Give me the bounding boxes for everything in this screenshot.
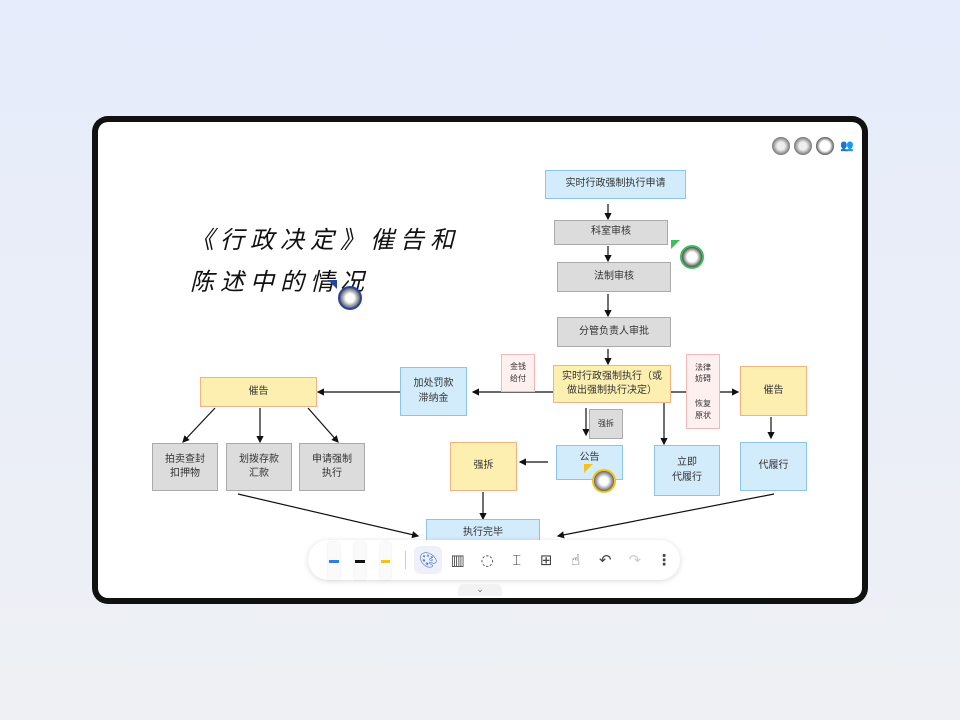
label-money[interactable]: 金钱 给付 (501, 354, 535, 392)
undo-icon[interactable]: ↶ (598, 551, 612, 569)
flow-node-penalty[interactable]: 加处罚款 滞纳金 (400, 367, 467, 416)
lasso-icon[interactable]: ◌ (480, 551, 494, 569)
handwriting-line-1: 《行政决定》催告和 (190, 226, 460, 254)
touch-icon[interactable]: ☝ (571, 551, 581, 569)
flow-node-transfer[interactable]: 划拨存款 汇款 (226, 443, 292, 491)
flow-node-legal-review[interactable]: 法制审核 (557, 262, 671, 292)
flow-node-apply[interactable]: 实时行政强制执行申请 (545, 170, 686, 199)
fountain-pen-tool[interactable] (328, 542, 340, 580)
palette-icon[interactable]: 🎨︎ (414, 546, 442, 574)
highlighter-tool[interactable] (379, 542, 392, 580)
collaborators-icon[interactable]: 👥 (840, 139, 854, 152)
flow-node-demolish[interactable]: 强拆 (450, 442, 517, 491)
spacing-icon[interactable]: ⌶ (512, 551, 522, 569)
whiteboard-canvas[interactable]: 👥 《行政决定》催告和 陈述中的情况 实时行政强制执行申请 科室审核 法制审核 … (98, 122, 862, 598)
flow-node-substitute[interactable]: 代履行 (740, 442, 807, 491)
eraser-icon[interactable]: ▥ (450, 551, 465, 569)
cursor-arrow-icon (584, 464, 593, 473)
redo-icon[interactable]: ↷ (628, 551, 642, 569)
insert-icon[interactable]: ⊞ (539, 551, 553, 569)
flow-node-auction[interactable]: 拍卖查封 扣押物 (152, 443, 218, 491)
cursor-arrow-icon (671, 240, 680, 249)
drawing-toolbar: 🎨︎ ▥ ◌ ⌶ ⊞ ☝ ↶ ↷ ⋮ (308, 540, 680, 580)
flow-node-apply-court[interactable]: 申请强制 执行 (299, 443, 365, 491)
collaborator-avatar[interactable] (816, 137, 834, 155)
flow-node-leader-approval[interactable]: 分管负责人审批 (557, 317, 671, 347)
more-icon[interactable]: ⋮ (656, 551, 672, 569)
label-obstruct: 法律 妨碍 (695, 362, 711, 384)
cursor-arrow-icon (328, 280, 337, 289)
flow-node-notice-right[interactable]: 催告 (740, 366, 807, 416)
label-restore: 恢复 原状 (695, 399, 711, 420)
flow-node-dept-review[interactable]: 科室审核 (554, 220, 668, 245)
label-demolish-small[interactable]: 强拆 (589, 409, 623, 439)
collaborator-avatar[interactable] (794, 137, 812, 155)
pencil-tool[interactable] (353, 542, 366, 580)
collaborator-cursor-avatar (338, 286, 362, 310)
collaborator-avatar[interactable] (772, 137, 790, 155)
collaborator-cursor-avatar (592, 469, 616, 493)
label-obstruct-restore[interactable]: 法律 妨碍 恢复 原状 (686, 354, 720, 429)
collapse-chevron-icon[interactable]: ⌄ (458, 584, 502, 596)
collaborator-cursor-avatar (680, 245, 704, 269)
flow-node-execute[interactable]: 实时行政强制执行（或 做出强制执行决定） (553, 365, 671, 403)
toolbar-divider (405, 551, 407, 569)
flow-node-notice-left[interactable]: 催告 (200, 377, 317, 407)
flow-node-immediate[interactable]: 立即 代履行 (654, 445, 720, 496)
